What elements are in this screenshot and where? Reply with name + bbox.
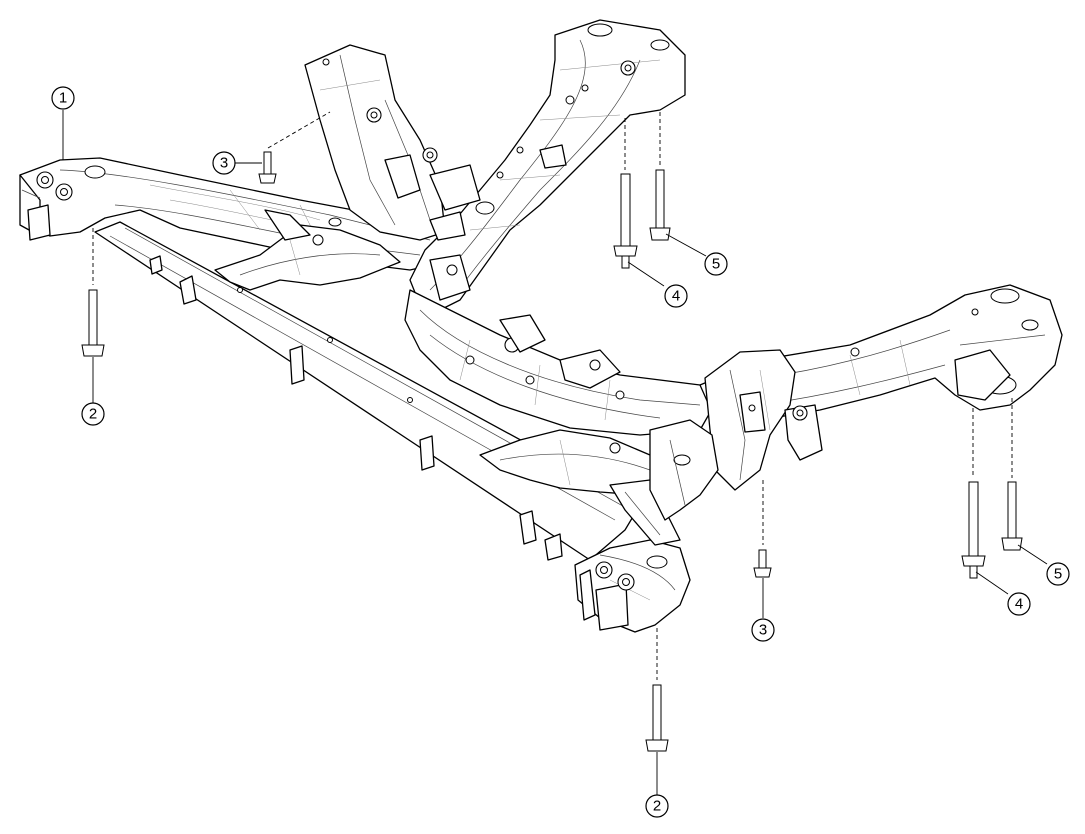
- svg-text:3: 3: [220, 155, 228, 172]
- callout-5-left: 5: [704, 252, 728, 276]
- callout-3-left: 3: [212, 151, 236, 175]
- callout-5-right: 5: [1046, 562, 1070, 586]
- bolt-4-left: [613, 173, 638, 269]
- svg-text:2: 2: [89, 406, 97, 423]
- callout-2-right: 2: [645, 794, 669, 818]
- svg-text:4: 4: [672, 288, 680, 305]
- svg-text:2: 2: [653, 798, 661, 815]
- bolt-5-right: [1001, 481, 1023, 551]
- svg-text:3: 3: [759, 622, 767, 639]
- bolt-3-right: [753, 549, 772, 578]
- bolt-2-left: [81, 289, 105, 357]
- callout-2-left: 2: [81, 402, 105, 426]
- svg-text:5: 5: [1054, 566, 1062, 583]
- subframe: [19, 19, 1063, 633]
- bolt-2-right: [645, 684, 669, 752]
- callout-4-right: 4: [1007, 592, 1031, 616]
- callout-3-right: 3: [751, 618, 775, 642]
- svg-text:4: 4: [1015, 596, 1023, 613]
- callout-1: 1: [51, 86, 75, 110]
- svg-text:5: 5: [712, 256, 720, 273]
- svg-text:1: 1: [59, 90, 67, 107]
- right-mount-nuts: [595, 561, 635, 591]
- bolt-3-left: [258, 151, 277, 184]
- bolt-4-right: [961, 481, 986, 579]
- leader-lines: [62, 110, 1048, 795]
- callout-4-left: 4: [664, 284, 688, 308]
- left-mount-nuts: [36, 171, 73, 201]
- bolt-5-left: [649, 169, 671, 241]
- alignment-lines: [92, 111, 1013, 680]
